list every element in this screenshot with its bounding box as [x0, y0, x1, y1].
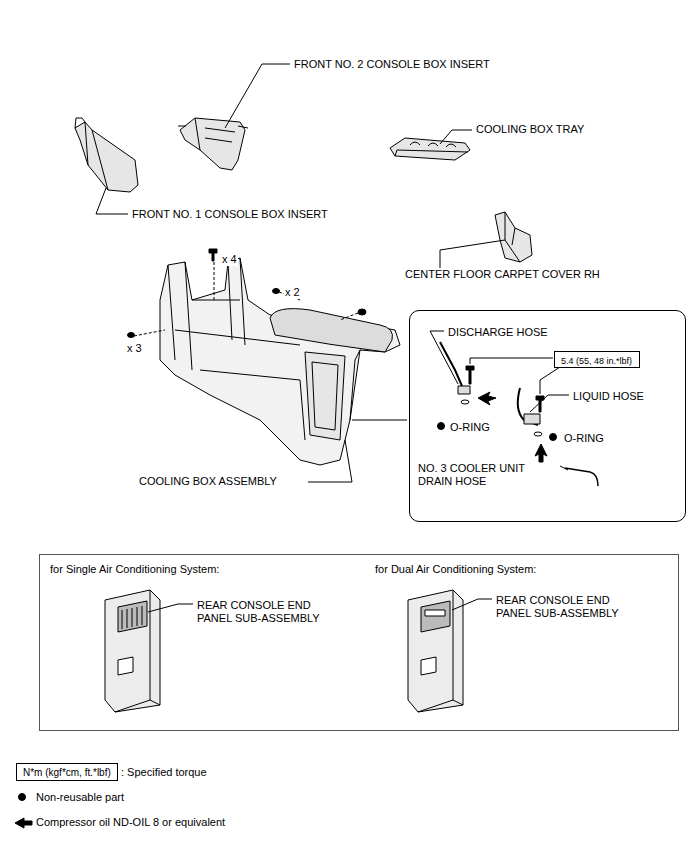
torque-legend-box: N*m (kgf*cm, ft.*lbf): [16, 763, 118, 781]
part-label: FRONT NO. 2 CONSOLE BOX INSERT: [293, 58, 491, 71]
node-text: REAR CONSOLE END PANEL SUB-ASSEMBLY: [196, 599, 328, 625]
node-text: O-RING: [563, 432, 605, 445]
node-text: for Single Air Conditioning System:: [49, 563, 220, 576]
node-text: N*m (kgf*cm, ft.*lbf): [22, 767, 112, 779]
detail-inset: DISCHARGE HOSE LIQUID HOSE O-RING O-RING NO.…: [409, 310, 686, 522]
variant-frame: for Single Air Conditioning System: REAR …: [39, 554, 679, 731]
part-label: COOLING BOX ASSEMBLY: [138, 475, 278, 488]
legend-text: Non-reusable part: [35, 791, 125, 804]
part-label: COOLING BOX TRAY: [475, 123, 585, 136]
part-label: CENTER FLOOR CARPET COVER RH: [404, 268, 601, 281]
node-text: REAR CONSOLE END PANEL SUB-ASSEMBLY: [495, 594, 627, 620]
part-label: x 2: [284, 286, 301, 299]
node-text: for Dual Air Conditioning System:: [374, 563, 537, 576]
node-text: NO. 3 COOLER UNIT DRAIN HOSE: [417, 462, 539, 488]
part-label: x 3: [126, 342, 143, 355]
node-text: DISCHARGE HOSE: [447, 326, 549, 339]
part-label: FRONT NO. 1 CONSOLE BOX INSERT: [131, 208, 329, 221]
node-text: 5.4 (55, 48 in.*lbf): [560, 356, 633, 367]
node-text: LIQUID HOSE: [572, 390, 645, 403]
torque-box: 5.4 (55, 48 in.*lbf): [554, 351, 640, 368]
legend-text: : Specified torque: [120, 766, 208, 779]
node-text: O-RING: [449, 421, 491, 434]
legend-text: Compressor oil ND-OIL 8 or equivalent: [35, 816, 226, 829]
part-label: x 4: [221, 253, 238, 266]
